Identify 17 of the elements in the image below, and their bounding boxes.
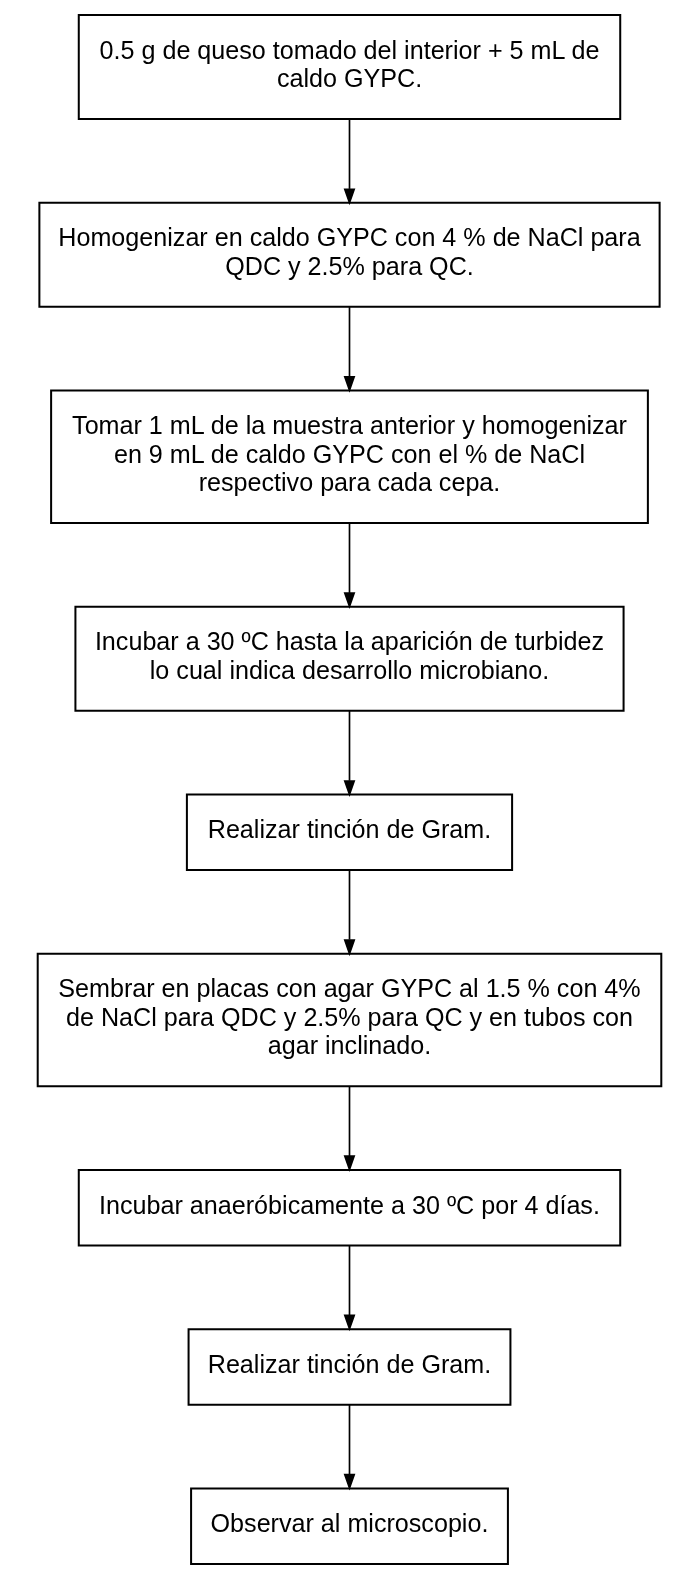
node-box: Sembrar en placas con agar GYPC al 1.5 % con 4% de NaCl para QDC y 2.5% para QC y en tubos con agar inclinado. [36,952,663,1088]
arrow [343,306,356,393]
arrow [343,869,356,957]
node-box: Incubar a 30 ºC hasta la aparición de turbidez lo cual indica desarrollo microbiano. [74,605,625,712]
arrow [343,1404,356,1491]
node-box: Realizar tinción de Gram. [185,793,514,871]
arrow [343,1244,356,1332]
node-box: Realizar tinción de Gram. [187,1328,512,1406]
node-box: Observar al microscopio. [190,1487,509,1565]
arrow [343,118,356,206]
arrow [343,1085,356,1173]
node-box: Tomar 1 mL de la muestra anterior y homogenizar en 9 mL de caldo GYPC con el % de NaCl respectivo para cada cepa. [50,389,649,524]
node-box: 0.5 g de queso tomado del interior + 5 mL de caldo GYPC. [77,14,622,120]
node-box: Homogenizar en caldo GYPC con 4 % de NaCl para QDC y 2.5% para QC. [38,201,661,308]
node-box: Incubar anaeróbicamente a 30 ºC por 4 días. [77,1169,622,1247]
arrow [343,522,356,609]
arrow [343,710,356,798]
